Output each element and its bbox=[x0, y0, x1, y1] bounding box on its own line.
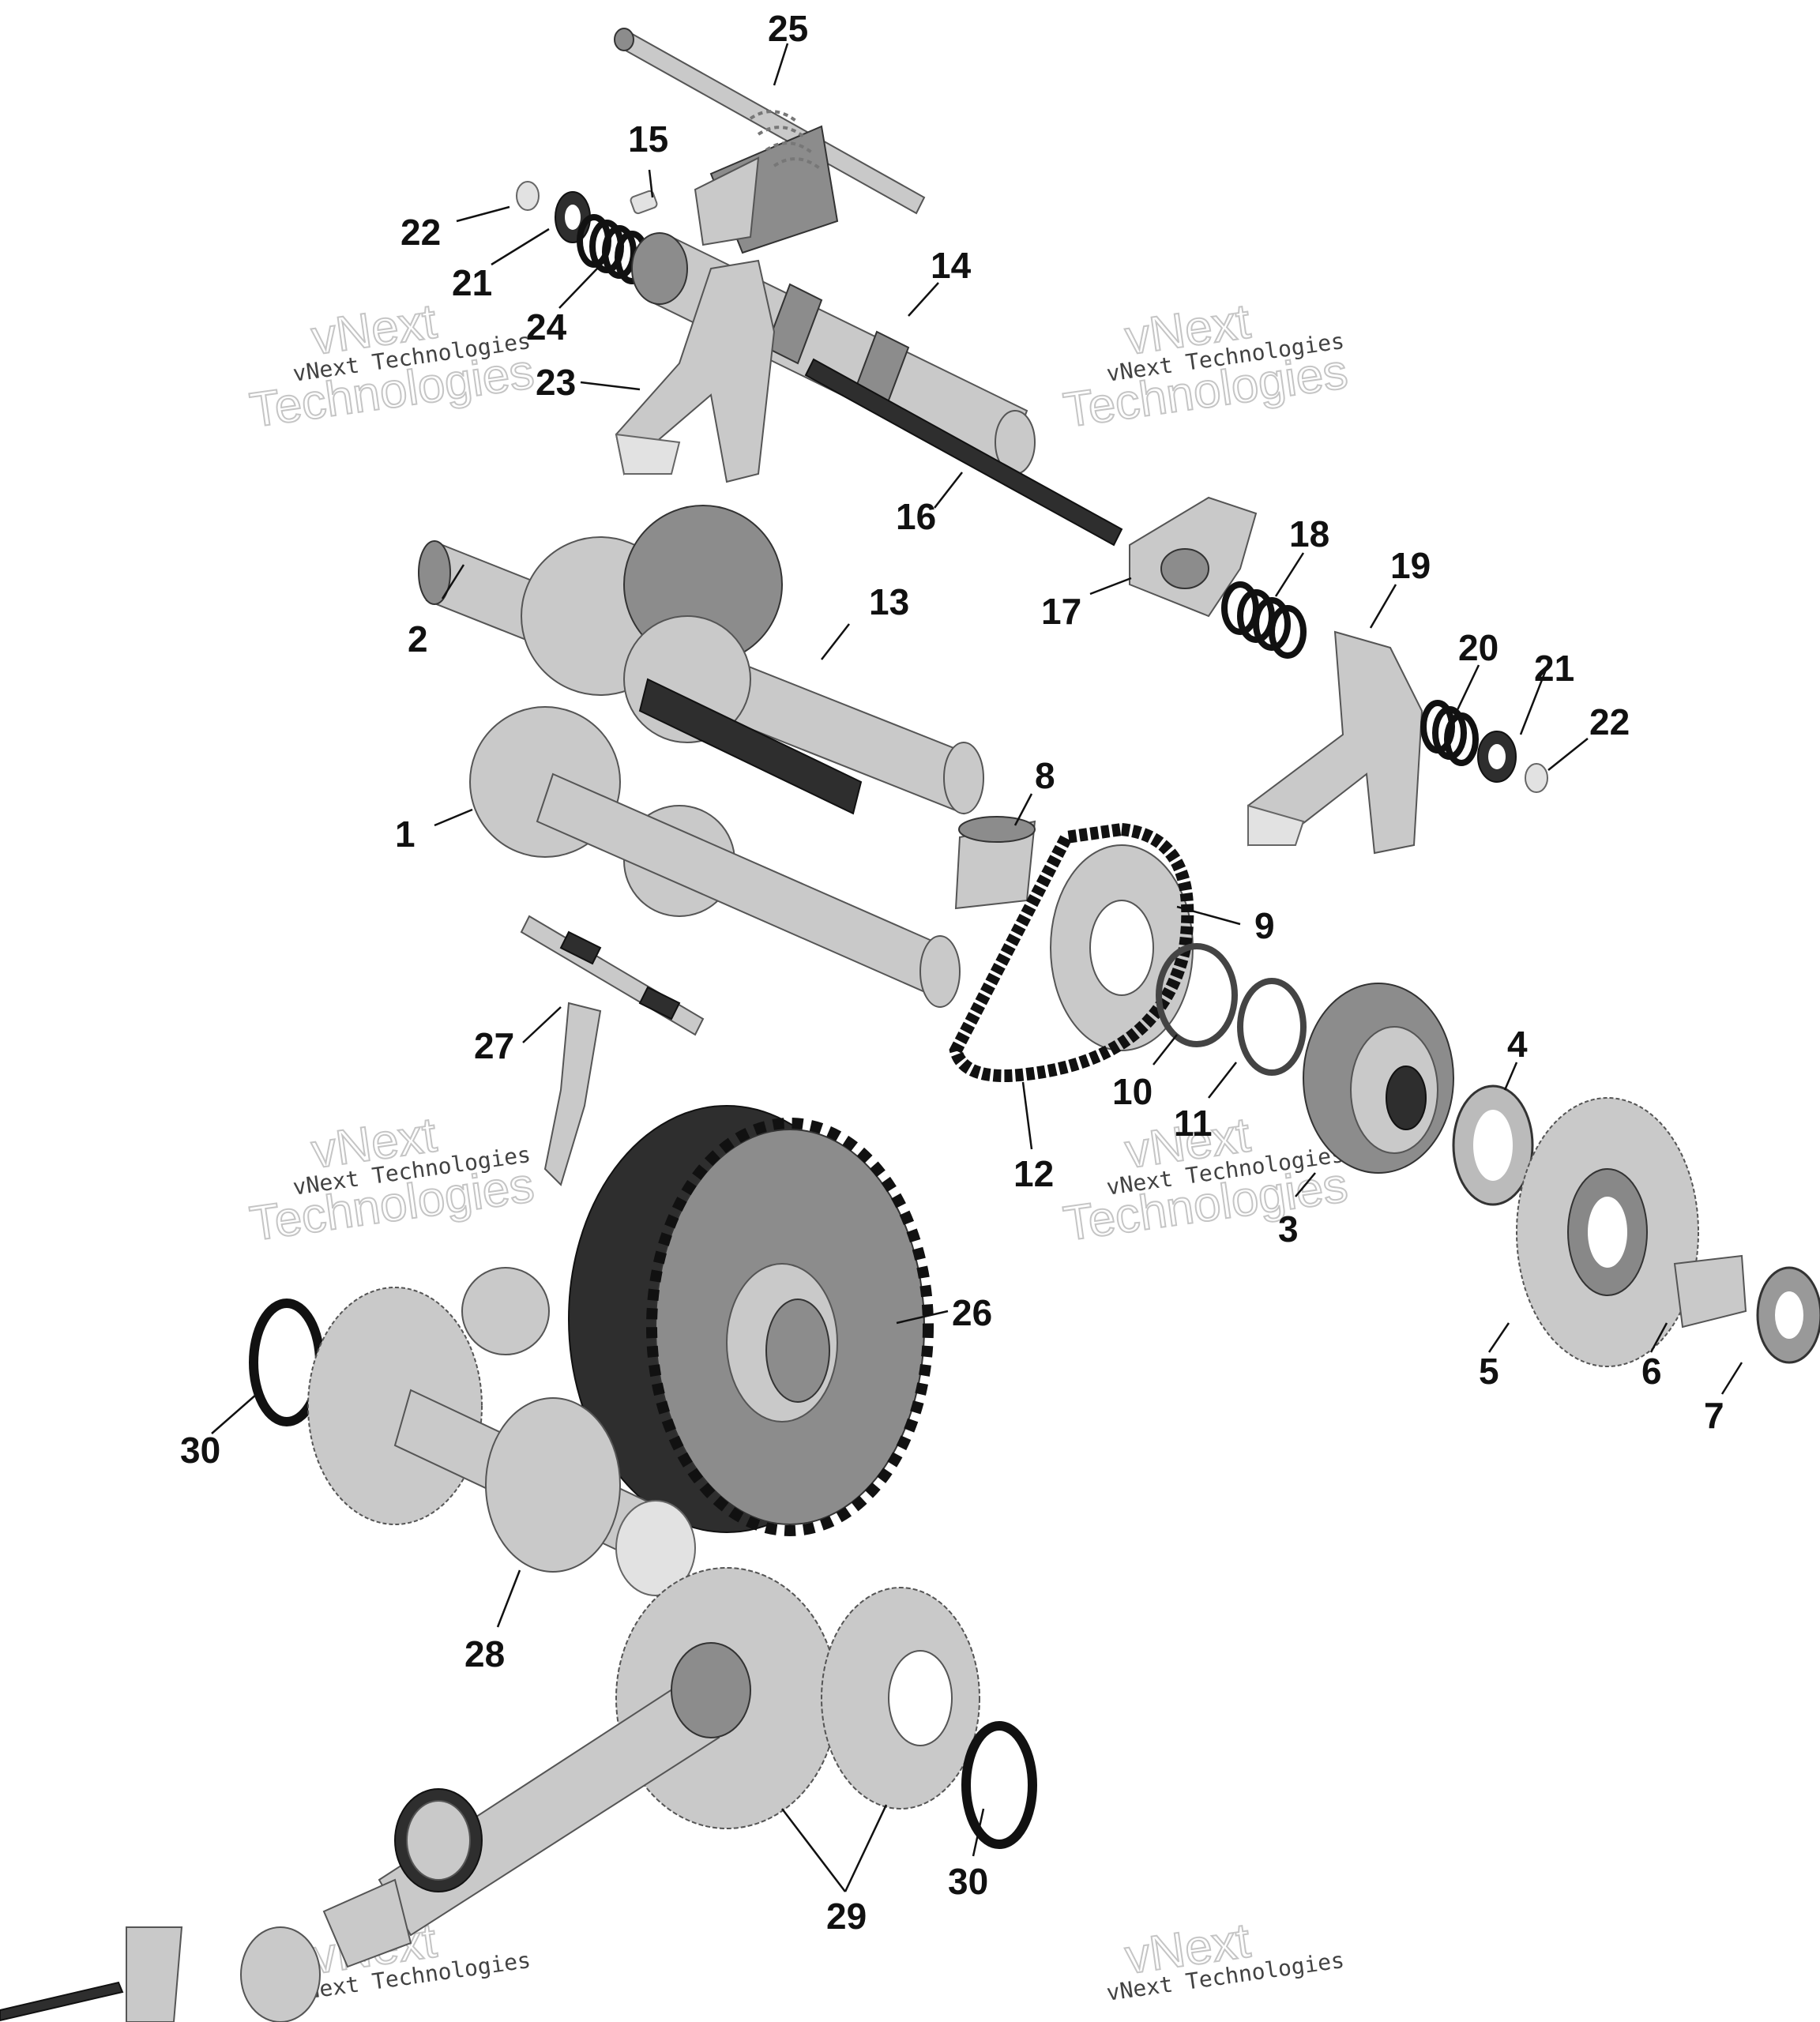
part-drive-chain bbox=[949, 822, 1194, 1082]
part-shift-fork bbox=[615, 259, 776, 483]
part-shift-fork bbox=[520, 915, 705, 1186]
callout-12: 12 bbox=[1013, 1153, 1054, 1194]
callout-14: 14 bbox=[931, 245, 972, 286]
callout-22-left: 22 bbox=[400, 212, 441, 253]
callout-28: 28 bbox=[464, 1633, 505, 1674]
part-shim-ring bbox=[1156, 943, 1238, 1047]
part-ring-gear bbox=[568, 1105, 934, 1536]
callout-13: 13 bbox=[869, 581, 909, 622]
callout-9: 9 bbox=[1254, 905, 1275, 946]
callout-2: 2 bbox=[408, 618, 428, 660]
leader-lines bbox=[211, 43, 1743, 1892]
callout-25: 25 bbox=[768, 8, 808, 49]
callout-8: 8 bbox=[1035, 755, 1055, 796]
callout-4: 4 bbox=[1507, 1024, 1528, 1065]
callout-19: 19 bbox=[1390, 545, 1431, 586]
callout-7: 7 bbox=[1704, 1395, 1724, 1436]
part-main-shaft bbox=[418, 505, 984, 815]
part-spring bbox=[1221, 581, 1307, 659]
callout-24: 24 bbox=[526, 306, 567, 348]
callout-29: 29 bbox=[826, 1896, 867, 1937]
callout-15: 15 bbox=[628, 118, 668, 160]
part-spring bbox=[577, 214, 649, 284]
callout-17: 17 bbox=[1041, 591, 1081, 632]
callout-30-right: 30 bbox=[948, 1861, 988, 1902]
part-bevel-gear-shaft bbox=[322, 1567, 980, 1968]
callout-5: 5 bbox=[1479, 1351, 1499, 1392]
part-shift-fork bbox=[1247, 630, 1423, 855]
callout-1: 1 bbox=[395, 814, 416, 855]
callout-6: 6 bbox=[1641, 1351, 1662, 1392]
callout-labels: 25 15 22 21 24 23 14 16 17 18 19 20 21 2… bbox=[180, 8, 1724, 1937]
callout-20: 20 bbox=[1458, 627, 1498, 668]
callout-16: 16 bbox=[896, 496, 936, 537]
part-circlip bbox=[516, 181, 540, 211]
part-sprocket bbox=[1050, 844, 1194, 1051]
part-needle-bearing bbox=[1673, 1254, 1747, 1329]
callout-18: 18 bbox=[1289, 513, 1329, 554]
part-clutch-hub bbox=[1303, 983, 1454, 1174]
part-oil-seal bbox=[961, 1721, 1037, 1849]
part-pinion-shaft bbox=[307, 1267, 696, 1596]
parts-group bbox=[0, 28, 1820, 2022]
callout-27: 27 bbox=[474, 1025, 514, 1066]
callout-21-left: 21 bbox=[452, 262, 492, 303]
callout-26: 26 bbox=[952, 1292, 992, 1333]
part-snap-ring bbox=[1237, 978, 1307, 1076]
callout-21-right: 21 bbox=[1534, 648, 1574, 689]
part-bottom-assembly bbox=[0, 1926, 321, 2022]
part-spring bbox=[1420, 700, 1479, 766]
callout-3: 3 bbox=[1278, 1208, 1299, 1250]
watermark-group: vNext vNext Technologies Technologies vN… bbox=[246, 293, 1352, 2005]
callout-10: 10 bbox=[1112, 1071, 1153, 1112]
callout-22-right: 22 bbox=[1589, 701, 1630, 742]
part-shift-rod bbox=[804, 358, 1123, 547]
part-reverse-gear bbox=[1516, 1097, 1699, 1367]
part-circlip bbox=[1525, 763, 1548, 793]
callout-23: 23 bbox=[536, 362, 576, 403]
part-pin bbox=[630, 190, 658, 215]
callout-11: 11 bbox=[1174, 1103, 1213, 1144]
part-countershaft bbox=[469, 706, 961, 1008]
part-shift-shaft bbox=[614, 28, 926, 254]
callout-30-left: 30 bbox=[180, 1430, 220, 1471]
